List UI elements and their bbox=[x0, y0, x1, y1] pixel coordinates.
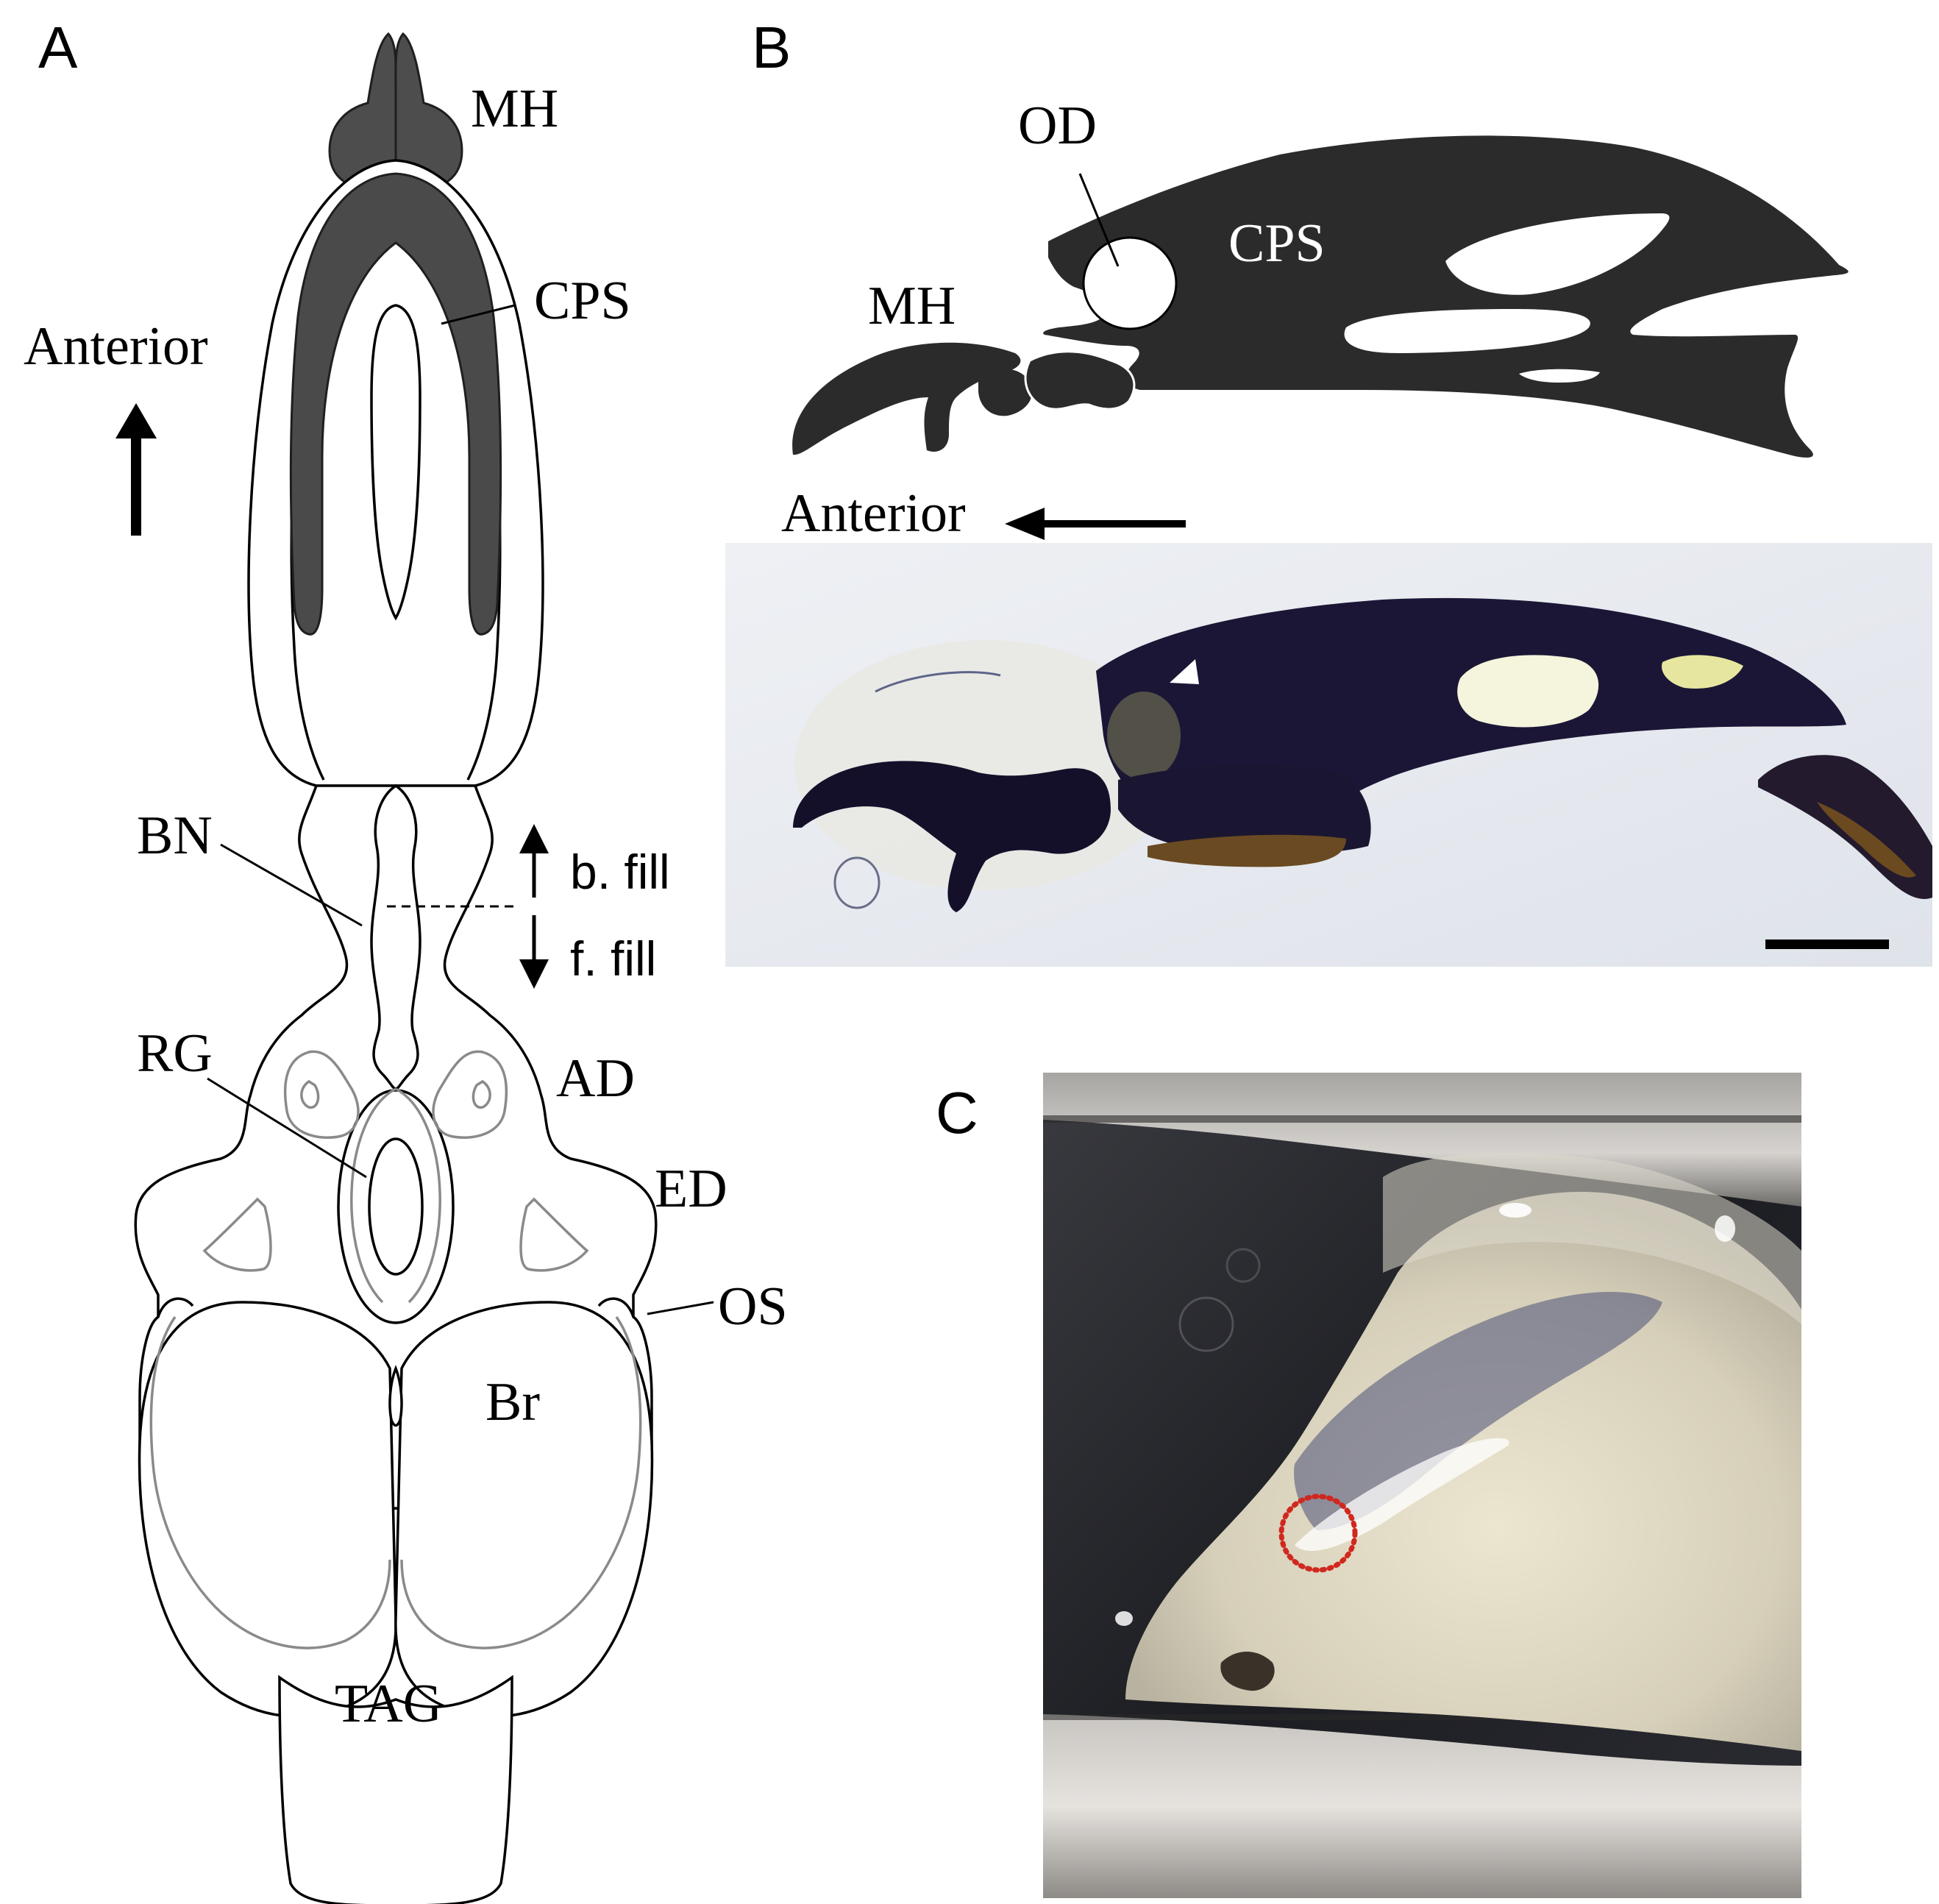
photo-c-highlight-2 bbox=[1715, 1215, 1735, 1242]
mh-hook-b-base bbox=[978, 369, 1033, 416]
ad-label: AD bbox=[556, 1048, 635, 1109]
photo-c-sheen bbox=[1295, 1438, 1509, 1552]
brain-hemisphere-left bbox=[138, 1301, 397, 1718]
f-fill-down-arrow-icon bbox=[519, 915, 549, 989]
panel-b-anterior-label: Anterior bbox=[781, 483, 966, 544]
cps-shape-a bbox=[289, 172, 502, 636]
ed-label: ED bbox=[655, 1159, 727, 1219]
brain-grey-outline bbox=[149, 1315, 642, 1649]
brain-hemisphere-right bbox=[394, 1301, 654, 1718]
cps-hole-small bbox=[1519, 369, 1600, 383]
anterior-up-arrow-icon bbox=[115, 403, 157, 536]
od-circle bbox=[1082, 236, 1178, 330]
br-label: Br bbox=[485, 1372, 540, 1432]
photo-cps-window-1 bbox=[1457, 655, 1599, 728]
anterior-left-arrow-icon bbox=[1005, 508, 1186, 540]
cps-label-a: CPS bbox=[534, 271, 631, 331]
photo-od-blob bbox=[1107, 692, 1181, 780]
eye-discs-a bbox=[202, 1197, 589, 1272]
photo-cps-window-2 bbox=[1662, 655, 1743, 689]
photo-c-highlight-1 bbox=[1499, 1203, 1531, 1218]
photo-c-bubble-1 bbox=[1178, 1296, 1234, 1352]
photo-right-segment-brown bbox=[1817, 802, 1916, 878]
od-leader bbox=[1078, 173, 1120, 267]
photo-c-highlight-3 bbox=[1115, 1611, 1133, 1626]
panel-a: A Anterior bbox=[24, 15, 788, 1904]
cps-a-leader bbox=[441, 304, 516, 325]
red-dotted-circle-marker bbox=[1278, 1493, 1358, 1573]
ring-gland-grey-outline bbox=[350, 1087, 441, 1304]
antennal-discs-a bbox=[283, 1050, 508, 1139]
photo-c-bottom-metal bbox=[1043, 1714, 1801, 1898]
panel-a-letter: A bbox=[38, 15, 78, 80]
os-label: OS bbox=[718, 1276, 788, 1337]
cps-label-b: CPS bbox=[1228, 213, 1326, 274]
photo-c-skeleton-shadow bbox=[1294, 1292, 1662, 1530]
photo-b bbox=[725, 543, 1932, 967]
photo-c-bubble-2 bbox=[1225, 1248, 1261, 1283]
photo-c-haze bbox=[1383, 1152, 1801, 1324]
mh-hook-b-knob bbox=[1024, 350, 1136, 411]
os-leader bbox=[647, 1301, 714, 1315]
brain-lobe-sides bbox=[157, 1297, 635, 1318]
photo-faint-arc bbox=[875, 671, 1001, 693]
photo-c-mouth bbox=[1220, 1652, 1275, 1691]
cps-hole-upper bbox=[1445, 213, 1670, 295]
photo-c bbox=[1043, 1073, 1801, 1898]
central-nerve-track bbox=[370, 784, 421, 1090]
rg-label: RG bbox=[137, 1023, 213, 1084]
cps-inner-slot bbox=[370, 304, 421, 621]
mh-hook-b bbox=[792, 342, 1021, 455]
photo-cps-lower bbox=[1118, 764, 1371, 853]
mh-label-a: MH bbox=[471, 79, 558, 139]
od-label: OD bbox=[1018, 96, 1097, 156]
b-fill-up-arrow-icon bbox=[519, 824, 549, 898]
panel-c-letter: C bbox=[936, 1080, 978, 1145]
panel-a-anterior-label: Anterior bbox=[24, 316, 208, 377]
tag-label: TAG bbox=[335, 1674, 442, 1734]
panel-b-letter: B bbox=[752, 15, 791, 80]
rg-leader bbox=[207, 1077, 367, 1179]
scale-bar bbox=[1765, 939, 1889, 949]
bn-label: BN bbox=[137, 806, 213, 866]
photo-cps-lower-brown bbox=[1148, 834, 1346, 867]
photo-bubble bbox=[833, 856, 880, 909]
tag-shape bbox=[278, 1674, 513, 1904]
b-fill-label: b. fill bbox=[570, 845, 670, 899]
panel-b: B OD CPS MH Anterior bbox=[725, 15, 1932, 967]
photo-white-arrowhead-icon bbox=[1170, 659, 1199, 684]
cps-hole-lower bbox=[1344, 309, 1590, 353]
ring-gland-inner bbox=[368, 1137, 424, 1276]
mh-label-b: MH bbox=[868, 276, 956, 336]
mouth-hooks-shape-a bbox=[328, 32, 463, 194]
panel-c: C bbox=[936, 1073, 1801, 1898]
bn-leader bbox=[220, 843, 363, 927]
brain-midline bbox=[388, 1365, 403, 1427]
f-fill-label: f. fill bbox=[570, 931, 656, 986]
photo-mh-hook bbox=[793, 761, 1111, 912]
